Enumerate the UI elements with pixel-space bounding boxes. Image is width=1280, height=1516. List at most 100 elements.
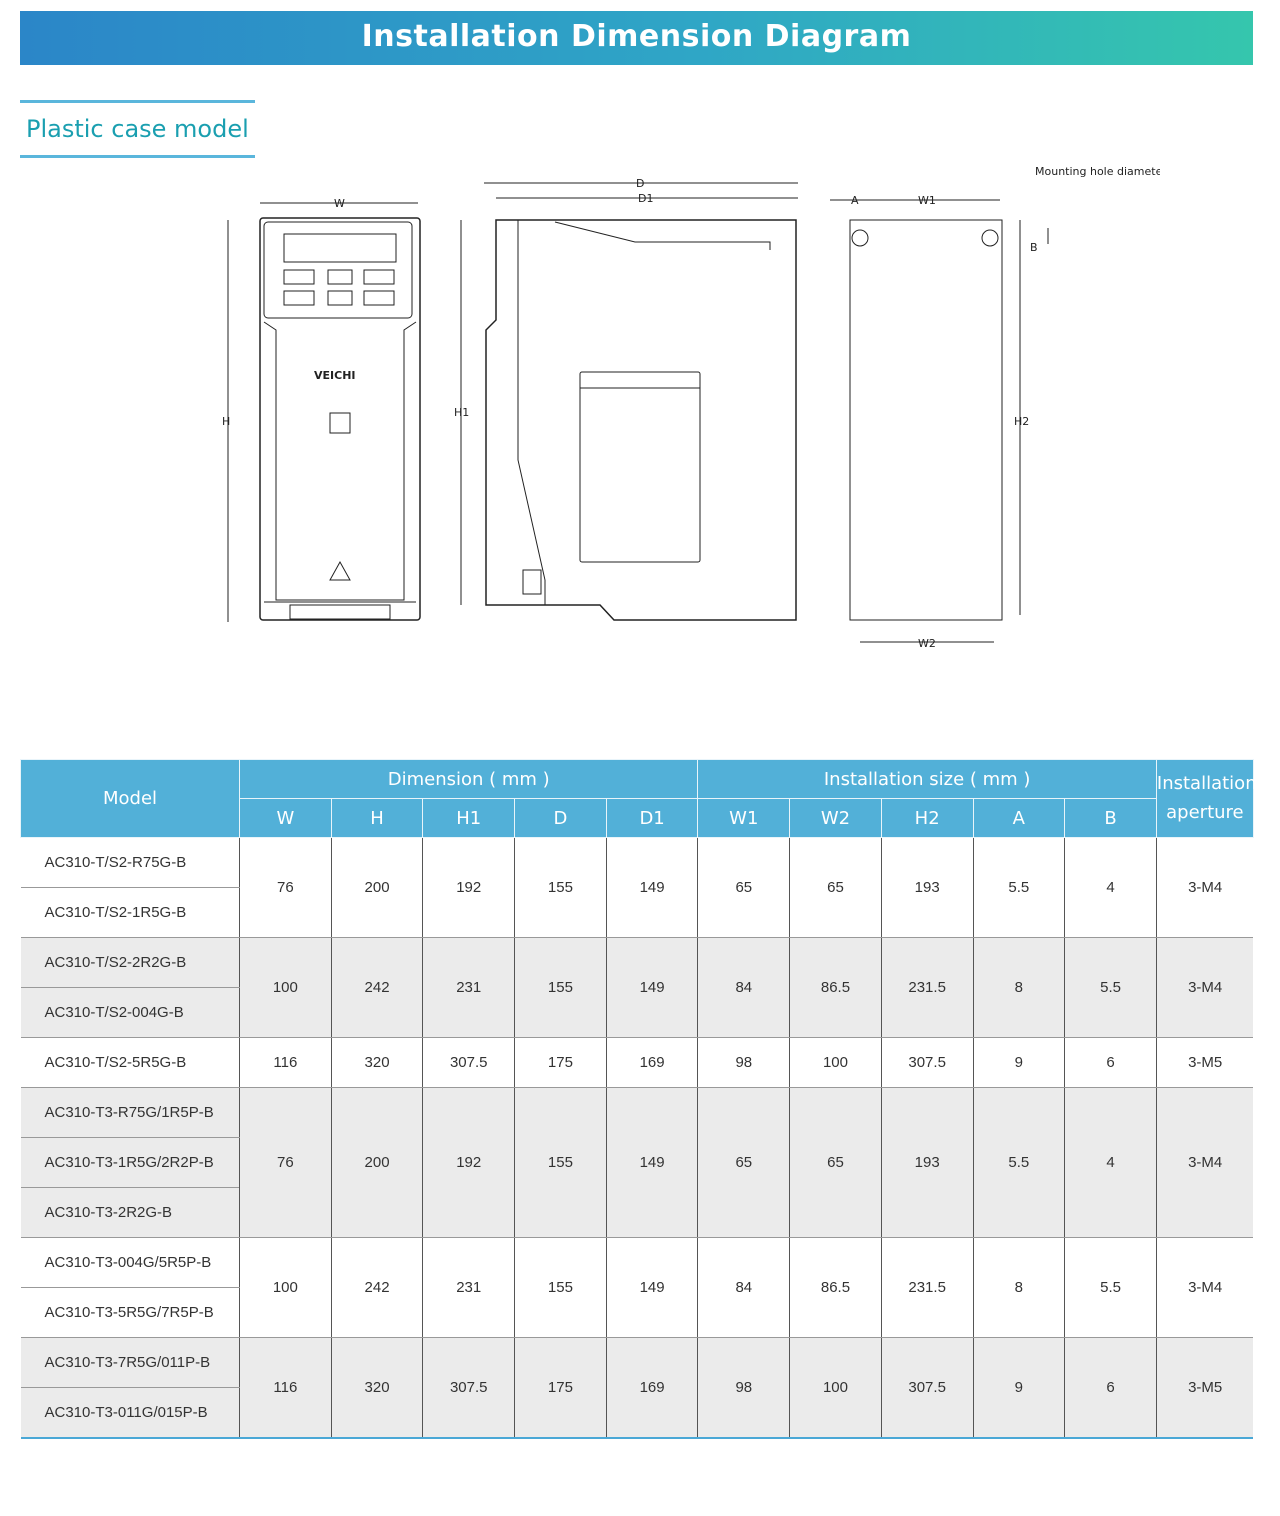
value-cell: 5.5 xyxy=(1064,937,1157,1038)
value-cell: 149 xyxy=(605,937,698,1038)
side-view: D D1 H1 xyxy=(454,177,798,621)
value-cell: 8 xyxy=(972,1237,1065,1338)
model-cell: AC310-T/S2-5R5G-B xyxy=(20,1037,240,1088)
value-cell: 9 xyxy=(972,1337,1065,1439)
header-col-d1: D1 xyxy=(605,798,699,838)
value-cell: 100 xyxy=(789,1037,882,1088)
header-col-w2: W2 xyxy=(789,798,882,838)
value-cell: 65 xyxy=(697,837,790,938)
value-cell: 76 xyxy=(239,1087,332,1238)
value-cell: 155 xyxy=(514,1087,607,1238)
header-col-h2: H2 xyxy=(880,798,974,838)
model-cell: AC310-T3-5R5G/7R5P-B xyxy=(20,1287,240,1338)
header-col-d: D xyxy=(514,798,607,838)
value-cell: 116 xyxy=(239,1337,332,1439)
value-cell: 5.5 xyxy=(972,1087,1065,1238)
value-cell: 193 xyxy=(880,837,973,938)
value-cell: 86.5 xyxy=(789,1237,882,1338)
header-col-a: A xyxy=(972,798,1066,838)
value-cell: 193 xyxy=(880,1087,973,1238)
section-title: Plastic case model xyxy=(20,100,255,158)
header-aperture: Installation aperture xyxy=(1155,759,1257,838)
table-row: AC310-T3-1R5G/2R2P-B xyxy=(20,1137,1254,1188)
value-cell: 65 xyxy=(697,1087,790,1238)
value-cell: 175 xyxy=(514,1037,607,1088)
value-cell: 175 xyxy=(514,1337,607,1439)
value-cell: 169 xyxy=(605,1337,698,1439)
value-cell: 84 xyxy=(697,1237,790,1338)
value-cell: 76 xyxy=(239,837,332,938)
model-cell: AC310-T3-004G/5R5P-B xyxy=(20,1237,240,1288)
dimension-table: Model Dimension ( mm ) Installation size… xyxy=(20,759,1257,1439)
svg-text:B: B xyxy=(1030,241,1038,254)
value-cell: 9 xyxy=(972,1037,1065,1088)
header-col-h1: H1 xyxy=(422,798,516,838)
header-col-w: W xyxy=(239,798,332,838)
front-view: W H VEICHI xyxy=(222,197,421,622)
value-cell: 5.5 xyxy=(972,837,1065,938)
value-cell: 3-M5 xyxy=(1155,1337,1254,1439)
model-cell: AC310-T/S2-2R2G-B xyxy=(20,937,240,988)
svg-text:H1: H1 xyxy=(454,406,469,419)
value-cell: 307.5 xyxy=(422,1037,515,1088)
value-cell: 231 xyxy=(422,937,515,1038)
model-cell: AC310-T/S2-004G-B xyxy=(20,987,240,1038)
header-installation-size: Installation size ( mm ) xyxy=(697,759,1157,799)
value-cell: 84 xyxy=(697,937,790,1038)
value-cell: 231.5 xyxy=(880,1237,973,1338)
table-row: AC310-T3-5R5G/7R5P-B xyxy=(20,1287,1254,1338)
svg-text:VEICHI: VEICHI xyxy=(314,369,356,382)
model-cell: AC310-T3-1R5G/2R2P-B xyxy=(20,1137,240,1188)
installation-dimension-drawing: W H VEICHI D D1 H1 A W1 H xyxy=(222,165,1160,650)
value-cell: 307.5 xyxy=(880,1037,973,1088)
value-cell: 231.5 xyxy=(880,937,973,1038)
value-cell: 169 xyxy=(605,1037,698,1088)
table-row: AC310-T/S2-1R5G-B xyxy=(20,887,1254,938)
svg-text:D1: D1 xyxy=(638,192,653,205)
header-dimension: Dimension ( mm ) xyxy=(238,759,699,799)
value-cell: 6 xyxy=(1064,1037,1157,1088)
value-cell: 100 xyxy=(789,1337,882,1439)
svg-text:H: H xyxy=(222,415,230,428)
header-col-h: H xyxy=(330,798,424,838)
value-cell: 155 xyxy=(514,937,607,1038)
value-cell: 4 xyxy=(1064,837,1157,938)
value-cell: 6 xyxy=(1064,1337,1157,1439)
model-cell: AC310-T/S2-R75G-B xyxy=(20,837,240,888)
value-cell: 200 xyxy=(330,1087,423,1238)
value-cell: 307.5 xyxy=(880,1337,973,1439)
value-cell: 5.5 xyxy=(1064,1237,1157,1338)
header-model: Model xyxy=(20,759,240,838)
value-cell: 231 xyxy=(422,1237,515,1338)
value-cell: 116 xyxy=(239,1037,332,1088)
value-cell: 65 xyxy=(789,1087,882,1238)
model-cell: AC310-T/S2-1R5G-B xyxy=(20,887,240,938)
svg-text:H2: H2 xyxy=(1014,415,1029,428)
value-cell: 98 xyxy=(697,1037,790,1088)
value-cell: 320 xyxy=(330,1037,423,1088)
table-row: AC310-T3-2R2G-B xyxy=(20,1187,1254,1238)
model-cell: AC310-T3-2R2G-B xyxy=(20,1187,240,1238)
value-cell: 242 xyxy=(330,1237,423,1338)
value-cell: 86.5 xyxy=(789,937,882,1038)
value-cell: 155 xyxy=(514,837,607,938)
header-col-b: B xyxy=(1064,798,1157,838)
value-cell: 3-M4 xyxy=(1155,937,1254,1038)
page-title: Installation Dimension Diagram xyxy=(20,11,1253,65)
svg-text:W: W xyxy=(334,197,345,210)
value-cell: 98 xyxy=(697,1337,790,1439)
svg-text:Mounting hole diameter: Mounting hole diameter xyxy=(1035,165,1160,178)
svg-text:D: D xyxy=(636,177,644,190)
value-cell: 200 xyxy=(330,837,423,938)
value-cell: 149 xyxy=(605,1087,698,1238)
value-cell: 155 xyxy=(514,1237,607,1338)
value-cell: 3-M4 xyxy=(1155,1237,1254,1338)
value-cell: 149 xyxy=(605,1237,698,1338)
value-cell: 3-M4 xyxy=(1155,837,1254,938)
header-col-w1: W1 xyxy=(697,798,791,838)
